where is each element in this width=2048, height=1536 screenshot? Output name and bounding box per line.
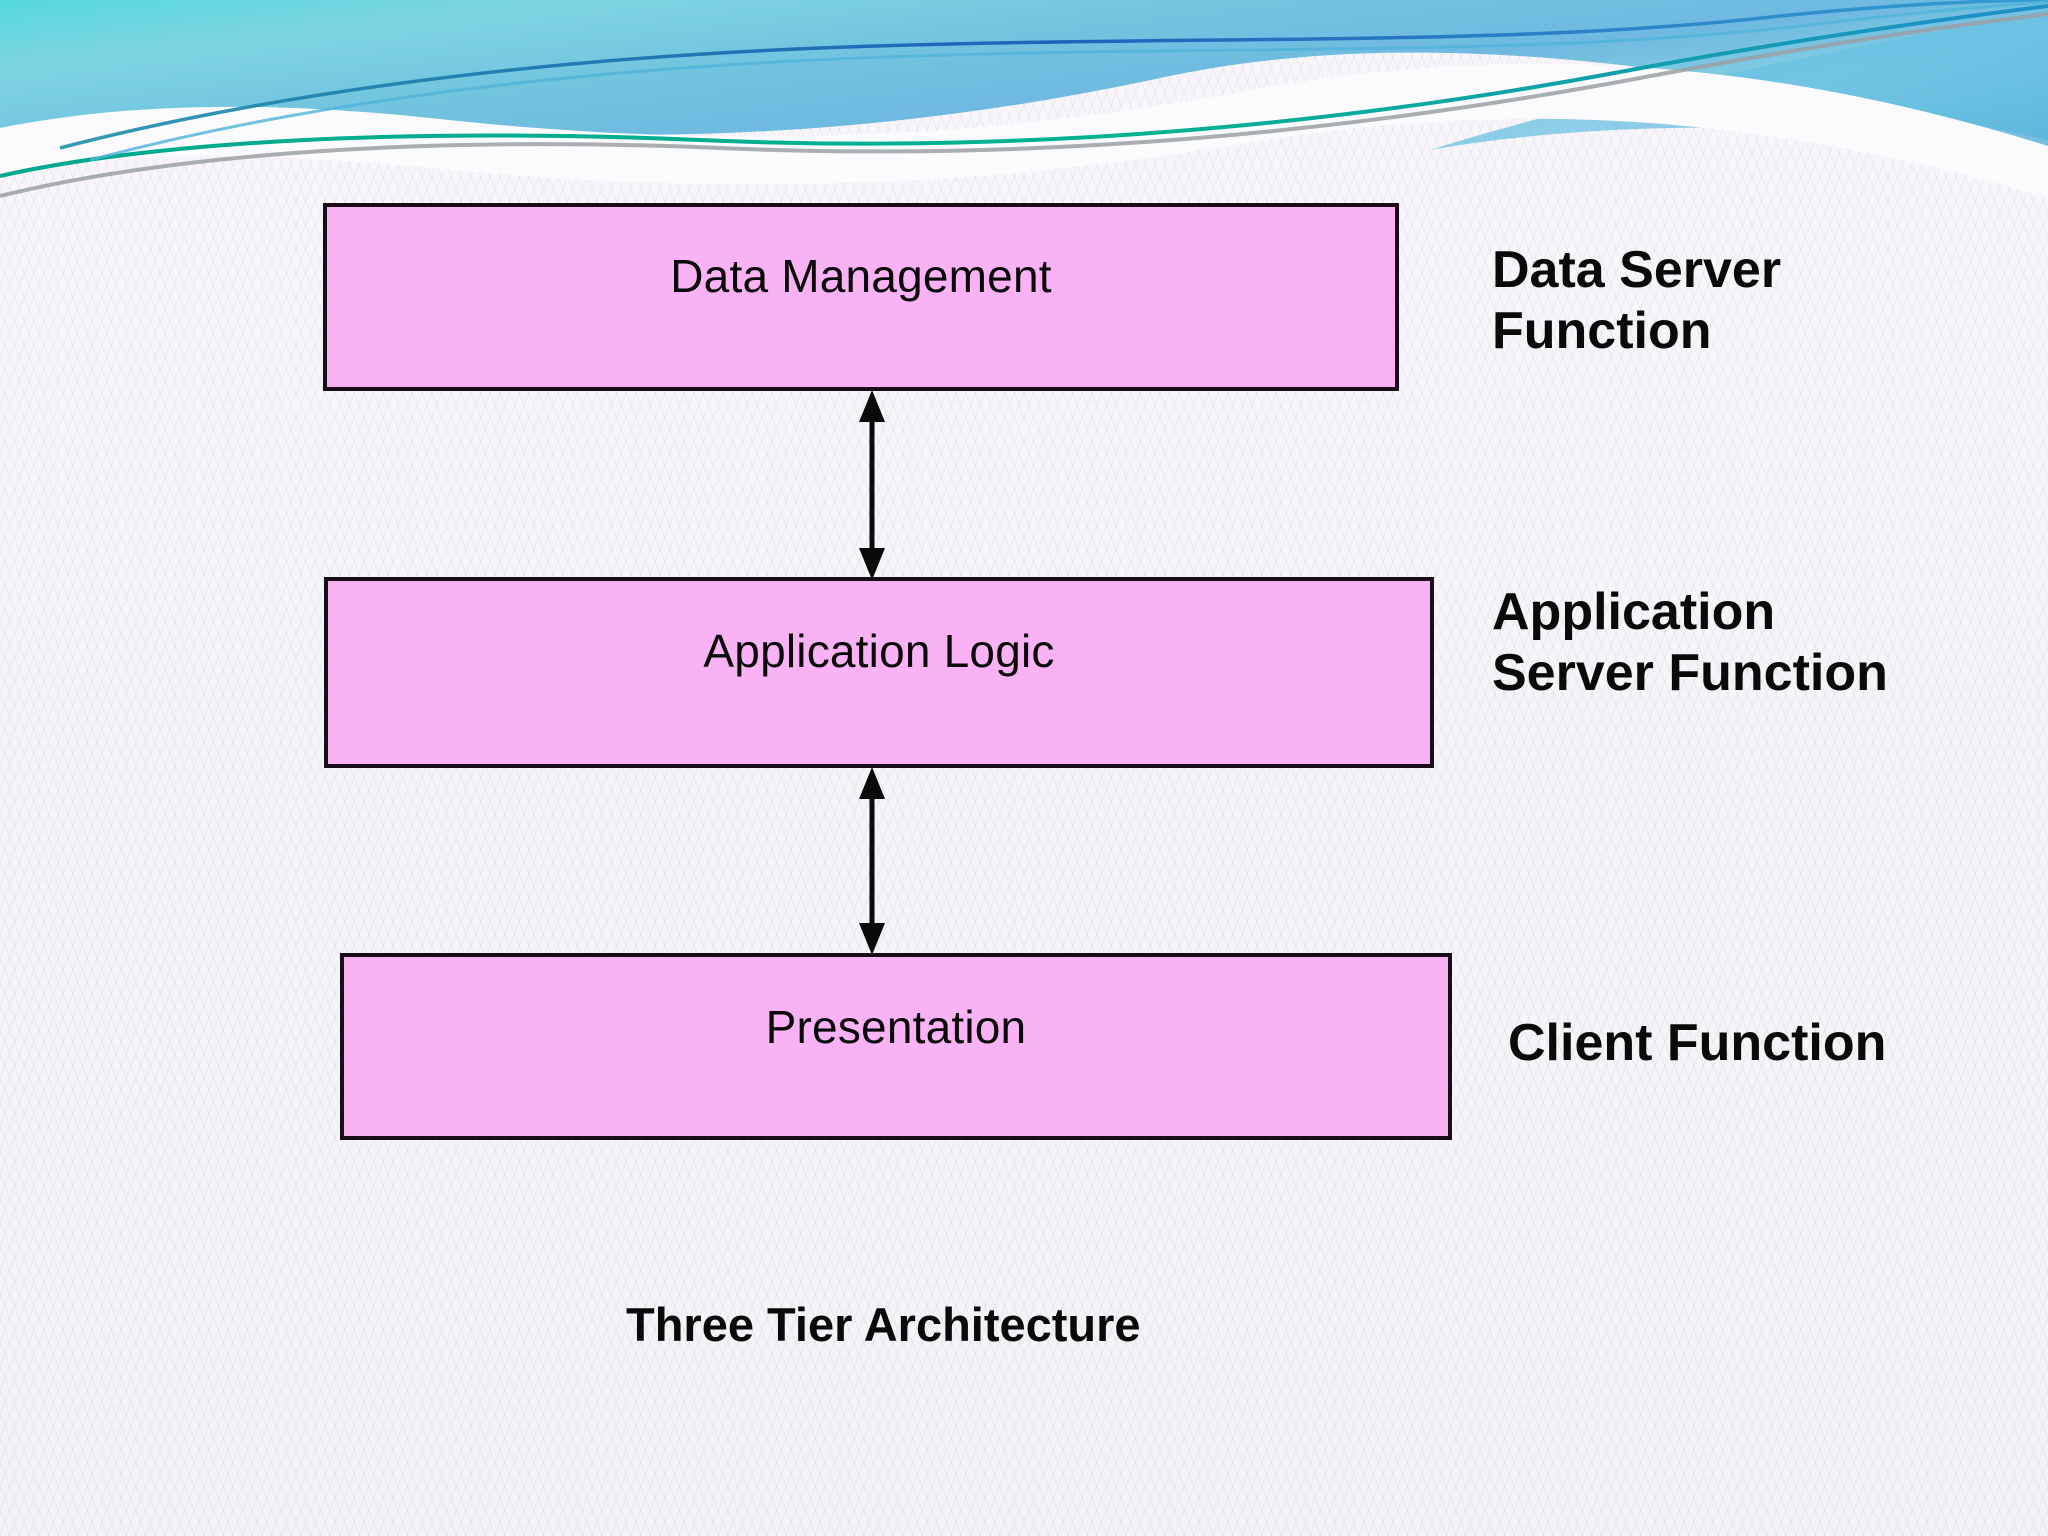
double-headed-arrow-data-to-app <box>859 390 885 580</box>
tier-box-label-application-logic: Application Logic <box>703 624 1055 677</box>
side-label-data-server-function: Data Server Function <box>1492 241 1782 361</box>
double-headed-arrow-app-to-presentation <box>859 767 885 955</box>
tier-box-application-logic: Application Logic <box>324 577 1434 768</box>
tier-box-presentation: Presentation <box>340 953 1452 1140</box>
decorative-wave-banner <box>0 0 2048 199</box>
diagram-caption: Three Tier Architecture <box>626 1298 1141 1351</box>
tier-box-label-data-management: Data Management <box>670 250 1052 302</box>
tier-box-data-management: Data Management <box>323 203 1399 391</box>
side-label-application-server-function: Application Server Function <box>1492 583 1888 703</box>
tier-box-label-presentation: Presentation <box>765 1000 1027 1053</box>
side-label-client-function: Client Function <box>1508 1014 1887 1072</box>
